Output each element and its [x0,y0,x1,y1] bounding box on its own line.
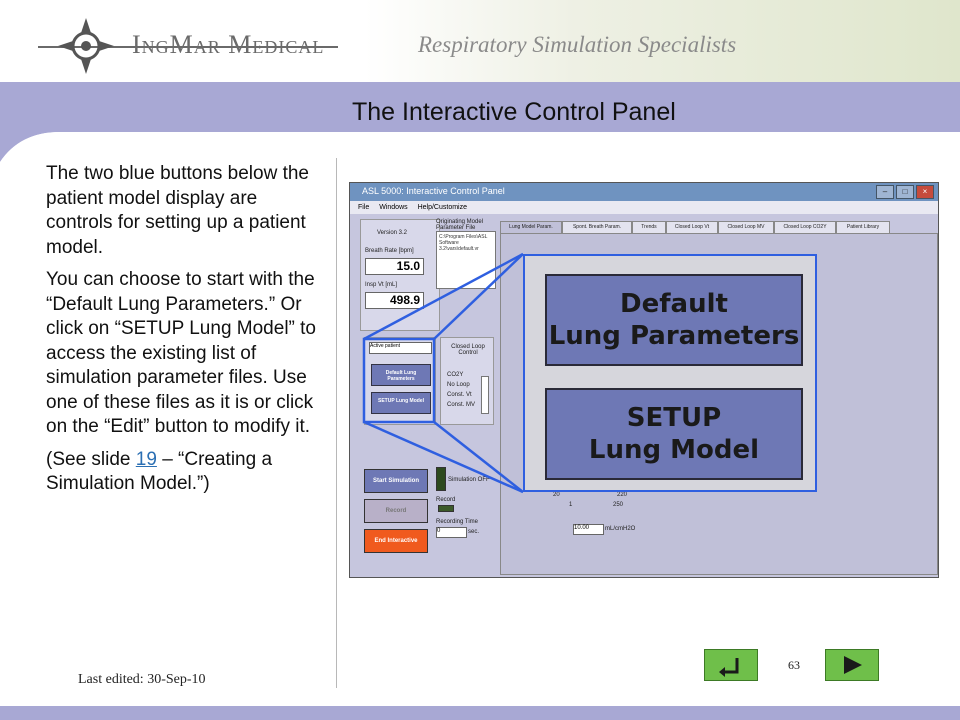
see-slide-suffix: – “Creating a Simulation Model.”) [46,448,273,495]
breath-rate-value: 15.0 [365,258,424,275]
insp-vt-value: 498.9 [365,292,424,309]
dial-label-1: 1 [569,502,573,508]
play-arrow-icon [844,656,862,674]
compliance-unit: mL/cmH2O [605,526,636,532]
paragraph-1: The two blue buttons below the patient m… [46,163,310,258]
setup-lung-model-button[interactable]: SETUP Lung Model [545,388,803,480]
return-button[interactable] [704,649,758,681]
menu-bar: File Windows Help/Customize [350,201,938,214]
start-simulation-button[interactable]: Start Simulation [364,469,428,493]
dial-label-250: 250 [613,502,624,508]
minimize-icon[interactable]: – [876,185,894,199]
footer-band [0,706,960,720]
compass-logo-icon [58,18,114,74]
version-label: Version 3.2 [377,230,408,236]
setup-button-line2: Lung Model [588,435,760,465]
logo-line [38,46,338,48]
slide-19-link[interactable]: 19 [135,448,157,470]
next-slide-button[interactable] [825,649,879,681]
orig-file-label: Originating Model Parameter File [436,219,484,231]
default-button-line1: Default [620,289,728,319]
closed-loop-title: Closed Loop Control [451,344,485,356]
last-edited: Last edited: 30-Sep-10 [78,672,206,687]
loop-option-none[interactable]: No Loop [447,382,470,388]
setup-button-line1: SETUP [626,403,722,433]
tab-strip: Lung Model Param. Spont. Breath Param. T… [500,221,936,235]
closed-loop-group: Closed Loop Control CO2Y No Loop Const. … [440,337,494,425]
compliance-value[interactable]: 10.00 [573,524,604,535]
slide-number: 63 [788,658,800,672]
loop-option-co2y[interactable]: CO2Y [447,372,464,378]
window-titlebar: ASL 5000: Interactive Control Panel – □ … [350,183,938,201]
loop-slider[interactable] [481,376,489,414]
mini-setup-lung-button[interactable]: SETUP Lung Model [371,392,431,414]
menu-windows[interactable]: Windows [379,204,408,211]
readout-panel: Version 3.2 Breath Rate [bpm] 15.0 Insp … [360,219,440,331]
close-icon[interactable]: × [916,185,934,199]
recording-time-unit: sec. [468,529,480,535]
tagline: Respiratory Simulation Specialists [418,32,737,57]
maximize-icon[interactable]: □ [896,185,914,199]
zoomed-buttons-panel: Default Lung Parameters SETUP Lung Model [523,254,817,492]
recording-time-value[interactable]: 0 [436,527,467,538]
sim-status-led [436,467,446,491]
record-button[interactable]: Record [364,499,428,523]
patient-control-group: Active patient Default Lung Parameters S… [364,337,436,425]
simulation-control-group: Start Simulation Record End Interactive … [364,463,504,553]
vertical-divider [336,158,337,688]
company-logo-text: IngMar Medical [132,30,325,59]
insp-vt-label: Insp Vt [mL] [365,282,398,288]
loop-option-mv[interactable]: Const. MV [447,402,476,408]
mini-default-lung-button[interactable]: Default Lung Parameters [371,364,431,386]
default-lung-parameters-button[interactable]: Default Lung Parameters [545,274,803,366]
dial-label-220: 220 [617,492,628,498]
window-title: ASL 5000: Interactive Control Panel [362,186,505,196]
title-band-curve [0,82,340,162]
return-arrow-icon [719,658,739,677]
page-title: The Interactive Control Panel [352,98,676,126]
header-band [0,0,960,82]
end-interactive-button[interactable]: End Interactive [364,529,428,553]
record-label: Record [436,497,456,503]
orig-file-path: C:\Program Files\ASL Software 3.2\vars\d… [436,231,496,289]
default-button-line2: Lung Parameters [548,321,800,351]
body-text: The two blue buttons below the patient m… [46,162,326,505]
recording-time-label: Recording Time [436,519,479,525]
paragraph-3: (See slide 19 – “Creating a Simulation M… [46,448,326,497]
sim-status-label: Simulation OFF [448,477,490,483]
record-led [438,505,454,512]
breath-rate-label: Breath Rate [bpm] [365,248,414,254]
menu-file[interactable]: File [358,204,370,211]
see-slide-prefix: (See slide [46,448,136,470]
loop-option-vt[interactable]: Const. Vt [447,392,472,398]
dial-label-20: 20 [553,492,560,498]
active-patient-field: Active patient [369,342,432,354]
menu-help[interactable]: Help/Customize [417,204,468,211]
paragraph-2: You can choose to start with the “Defaul… [46,269,316,437]
